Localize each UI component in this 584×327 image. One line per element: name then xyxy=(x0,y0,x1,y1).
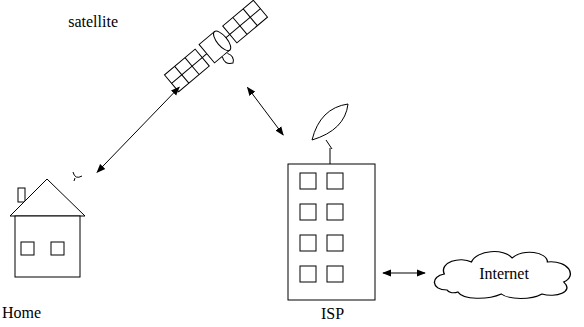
node-label: ISP xyxy=(285,304,380,323)
node-label: Home xyxy=(2,303,41,322)
internet-cloud: Internet xyxy=(428,246,580,300)
isp-building-icon xyxy=(288,104,375,300)
home-node: Home xyxy=(5,162,95,280)
isp-node: ISP xyxy=(285,98,380,303)
satellite-node: satellite xyxy=(180,10,255,85)
node-label: Internet xyxy=(428,264,580,283)
link-arrow xyxy=(97,87,179,172)
link-arrow xyxy=(383,273,425,274)
node-label: satellite xyxy=(68,12,118,31)
satellite-icon xyxy=(164,0,276,102)
house-icon xyxy=(10,172,85,277)
link-arrow xyxy=(247,87,283,135)
